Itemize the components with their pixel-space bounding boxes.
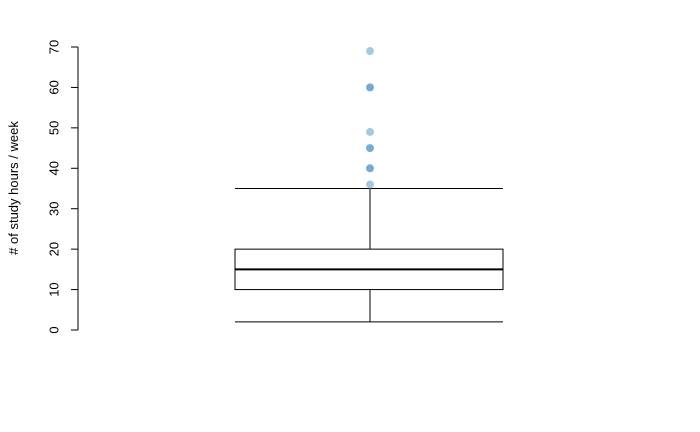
- y-axis: 0 10 20 30 40 50 60 70: [47, 40, 79, 334]
- outlier-point: [366, 180, 374, 189]
- outliers: [366, 47, 374, 189]
- y-tick-label: 20: [47, 242, 62, 256]
- y-tick-label: 10: [47, 282, 62, 296]
- outlier-point: [366, 83, 374, 92]
- y-tick-label: 60: [47, 80, 62, 94]
- box-plot: [234, 188, 504, 323]
- y-tick-label: 30: [47, 201, 62, 215]
- y-tick-label: 70: [47, 40, 62, 54]
- y-tick-label: 40: [47, 161, 62, 175]
- outlier-point: [366, 47, 374, 56]
- outlier-point: [366, 127, 374, 136]
- y-axis-title: # of study hours / week: [6, 121, 21, 255]
- y-tick-label: 0: [47, 326, 62, 333]
- outlier-point: [366, 164, 374, 173]
- outlier-point: [366, 144, 374, 153]
- y-tick-label: 50: [47, 121, 62, 135]
